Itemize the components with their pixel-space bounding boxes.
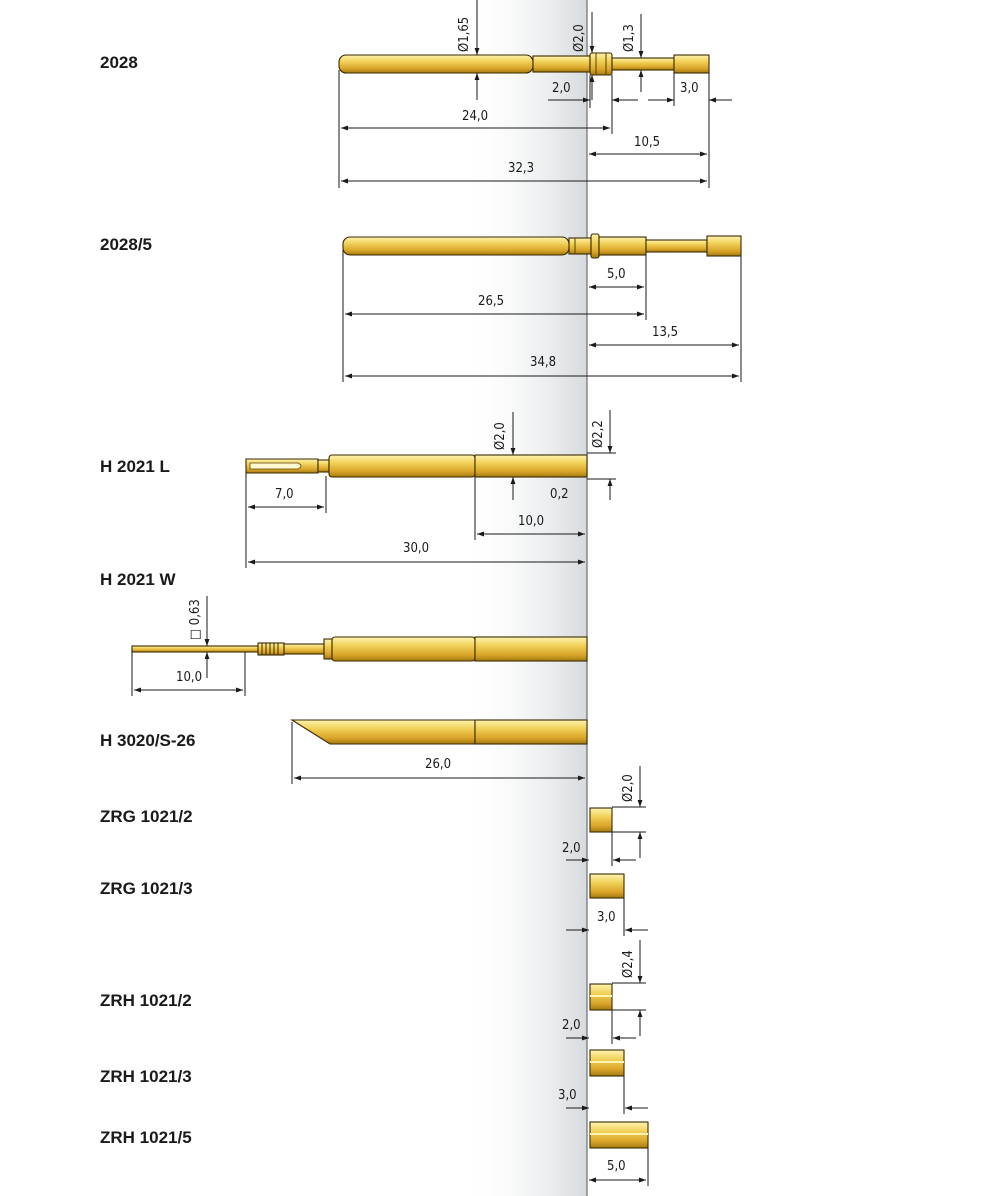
part-zrg1021-2: ZRG 1021/2 Ø2,0 2,0 (100, 766, 646, 866)
dim-len: 3,0 (558, 1088, 577, 1103)
dim-len: 3,0 (597, 910, 616, 925)
dim-sq-wire: □ 0,63 (188, 599, 203, 640)
dim-len-front: 10,5 (634, 135, 660, 150)
pin-2028 (338, 52, 710, 76)
dim-len: 5,0 (607, 1159, 626, 1174)
dim-gap: 0,2 (550, 487, 569, 502)
part-label: ZRH 1021/2 (100, 991, 192, 1010)
sleeve-zrh1021-3 (589, 1049, 625, 1077)
dim-d-collar: Ø2,0 (572, 24, 587, 52)
part-label: 2028 (100, 53, 138, 72)
part-label: H 2021 L (100, 457, 170, 476)
dim-d-shaft: Ø1,65 (457, 17, 472, 52)
part-label: ZRH 1021/5 (100, 1128, 192, 1147)
part-2028-5: 2028/5 5,0 26,5 13,5 34,8 (100, 233, 742, 382)
dim-len-total: 32,3 (508, 161, 534, 176)
part-label: ZRH 1021/3 (100, 1067, 192, 1086)
sleeve-zrg1021-2 (589, 807, 613, 833)
part-h3020: H 3020/S-26 26,0 (100, 719, 588, 784)
dim-slot-len: 7,0 (275, 487, 294, 502)
dim-len-head: 10,0 (518, 514, 544, 529)
dim-len-total: 30,0 (403, 541, 429, 556)
part-2028: 2028 Ø1,65 Ø2,0 Ø1,3 2,0 3,0 (100, 0, 732, 188)
dim-len: 2,0 (562, 1018, 581, 1033)
dim-wire-len: 10,0 (176, 670, 202, 685)
part-zrh1021-2: ZRH 1021/2 Ø2,4 2,0 (100, 940, 646, 1044)
dim-dia: Ø2,4 (621, 950, 636, 978)
part-zrh1021-5: ZRH 1021/5 5,0 (100, 1121, 649, 1186)
dim-dia: Ø2,0 (621, 774, 636, 802)
part-h2021w: H 2021 W □ 0,63 10,0 (100, 570, 588, 696)
dim-len-total: 34,8 (530, 355, 556, 370)
dim-len-a: 5,0 (607, 267, 626, 282)
part-label: ZRG 1021/2 (100, 807, 193, 826)
sleeve-zrg1021-3 (589, 873, 625, 899)
dim-len-body: 26,5 (478, 294, 504, 309)
part-label: H 2021 W (100, 570, 177, 589)
dim-len: 2,0 (562, 841, 581, 856)
dim-d-head: Ø2,2 (591, 420, 606, 448)
part-h2021l: H 2021 L Ø2,0 Ø2,2 7,0 0,2 10,0 30,0 (100, 410, 616, 568)
dim-d-body: Ø2,0 (493, 422, 508, 450)
dim-tip-len: 3,0 (680, 81, 699, 96)
dim-len-total: 26,0 (425, 757, 451, 772)
pin-h3020 (290, 719, 588, 745)
part-zrg1021-3: ZRG 1021/3 3,0 (100, 873, 648, 936)
dim-d-tip: Ø1,3 (622, 24, 637, 52)
sleeve-zrh1021-2 (589, 983, 613, 1011)
dim-collar-len: 2,0 (552, 81, 571, 96)
part-label: 2028/5 (100, 235, 152, 254)
pin-h2021w (131, 636, 588, 662)
sleeve-zrh1021-5 (589, 1121, 649, 1149)
pin-h2021l (245, 454, 588, 478)
part-zrh1021-3: ZRH 1021/3 3,0 (100, 1049, 648, 1114)
pin-2028-5 (342, 233, 742, 259)
part-label: ZRG 1021/3 (100, 879, 193, 898)
dim-len-front: 13,5 (652, 325, 678, 340)
part-label: H 3020/S-26 (100, 731, 195, 750)
reference-band (462, 0, 587, 1196)
dim-len-body: 24,0 (462, 109, 488, 124)
